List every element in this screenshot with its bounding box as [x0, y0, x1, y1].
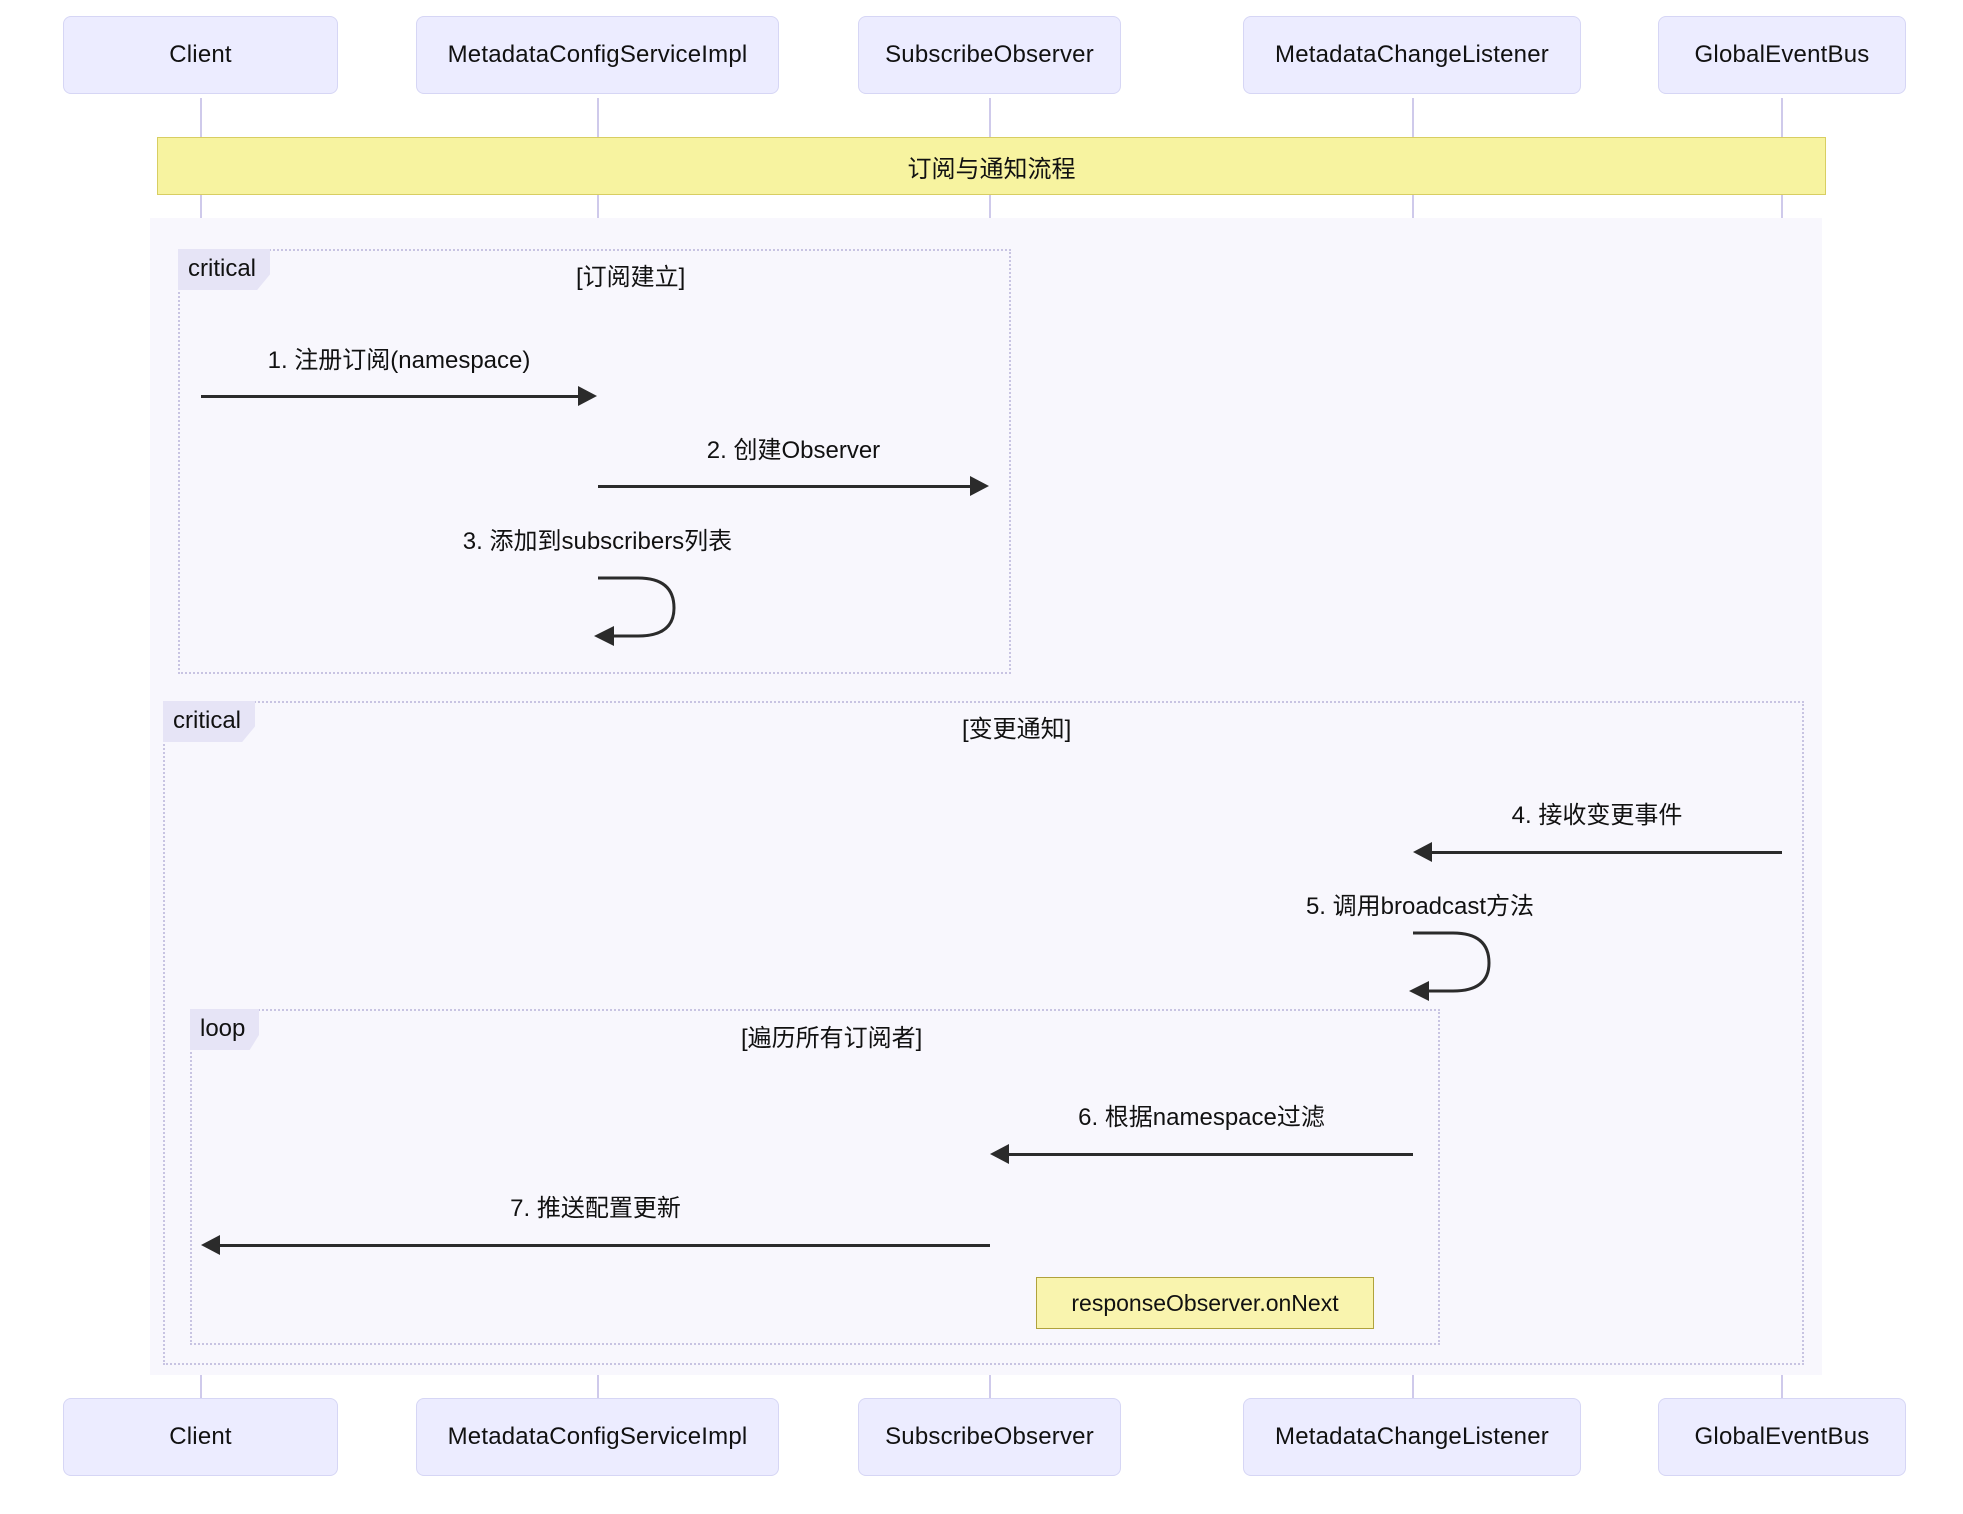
fragment-condition-critical-2: [变更通知]	[962, 709, 1071, 744]
message-line-1	[201, 395, 579, 398]
participant-top-listener[interactable]: MetadataChangeListener	[1243, 16, 1581, 94]
fragment-label-text: critical	[188, 255, 257, 282]
participant-label: MetadataConfigServiceImpl	[447, 41, 748, 68]
message-text: 7. 推送配置更新	[510, 1195, 681, 1222]
fragment-condition-text: [遍历所有订阅者]	[741, 1025, 923, 1052]
fragment-condition-critical-1: [订阅建立]	[576, 257, 685, 292]
participant-label: GlobalEventBus	[1694, 1423, 1870, 1450]
message-label-1: 1. 注册订阅(namespace)	[200, 340, 598, 375]
participant-top-service[interactable]: MetadataConfigServiceImpl	[416, 16, 779, 94]
participant-bottom-eventbus[interactable]: GlobalEventBus	[1658, 1398, 1906, 1476]
message-label-7: 7. 推送配置更新	[201, 1188, 990, 1223]
message-label-2: 2. 创建Observer	[597, 430, 990, 465]
participant-top-client[interactable]: Client	[63, 16, 338, 94]
participant-label: Client	[169, 1423, 232, 1450]
message-text: 6. 根据namespace过滤	[1078, 1104, 1325, 1131]
message-text: 3. 添加到subscribers列表	[462, 528, 733, 555]
note-response-observer-onnext: responseObserver.onNext	[1036, 1277, 1374, 1329]
message-arrowhead-6	[990, 1144, 1009, 1164]
fragment-critical-notify	[163, 701, 1804, 1365]
participant-label: MetadataChangeListener	[1275, 41, 1549, 68]
participant-label: SubscribeObserver	[885, 41, 1094, 68]
participant-bottom-client[interactable]: Client	[63, 1398, 338, 1476]
participant-label: Client	[169, 41, 232, 68]
participant-bottom-observer[interactable]: SubscribeObserver	[858, 1398, 1121, 1476]
section-title-text: 订阅与通知流程	[907, 155, 1076, 183]
message-arrowhead-2	[970, 476, 989, 496]
participant-top-eventbus[interactable]: GlobalEventBus	[1658, 16, 1906, 94]
participant-bottom-listener[interactable]: MetadataChangeListener	[1243, 1398, 1581, 1476]
message-text: 2. 创建Observer	[706, 437, 881, 464]
participant-label: SubscribeObserver	[885, 1423, 1094, 1450]
fragment-label-text: critical	[173, 707, 242, 734]
fragment-condition-text: [订阅建立]	[576, 264, 686, 291]
message-text: 5. 调用broadcast方法	[1305, 893, 1535, 920]
note-text: responseObserver.onNext	[1071, 1289, 1339, 1316]
message-label-6: 6. 根据namespace过滤	[990, 1097, 1413, 1132]
fragment-label-loop: loop	[190, 1009, 260, 1050]
fragment-loop-subscribers	[190, 1009, 1440, 1345]
critical-region-background	[150, 218, 1822, 1375]
message-arrowhead-7	[201, 1235, 220, 1255]
fragment-condition-text: [变更通知]	[962, 716, 1072, 743]
message-label-5: 5. 调用broadcast方法	[1285, 886, 1555, 921]
message-line-2	[598, 485, 971, 488]
fragment-critical-subscribe	[178, 249, 1011, 674]
participant-label: GlobalEventBus	[1694, 41, 1870, 68]
message-selfloop-5	[1409, 931, 1491, 1001]
section-title-bar: 订阅与通知流程	[157, 137, 1826, 195]
fragment-label-text: loop	[200, 1015, 246, 1042]
message-line-4	[1432, 851, 1782, 854]
message-label-4: 4. 接收变更事件	[1413, 795, 1781, 830]
message-label-3: 3. 添加到subscribers列表	[425, 521, 770, 556]
message-line-7	[220, 1244, 990, 1247]
message-line-6	[1009, 1153, 1413, 1156]
participant-bottom-service[interactable]: MetadataConfigServiceImpl	[416, 1398, 779, 1476]
message-arrowhead-4	[1413, 842, 1432, 862]
fragment-label-critical-1: critical	[178, 249, 271, 290]
message-selfloop-3	[594, 576, 676, 646]
participant-label: MetadataConfigServiceImpl	[447, 1423, 748, 1450]
message-text: 1. 注册订阅(namespace)	[267, 347, 531, 374]
message-text: 4. 接收变更事件	[1511, 802, 1683, 829]
fragment-condition-loop: [遍历所有订阅者]	[741, 1018, 922, 1053]
fragment-label-critical-2: critical	[163, 701, 256, 742]
participant-top-observer[interactable]: SubscribeObserver	[858, 16, 1121, 94]
participant-label: MetadataChangeListener	[1275, 1423, 1549, 1450]
message-arrowhead-1	[578, 386, 597, 406]
